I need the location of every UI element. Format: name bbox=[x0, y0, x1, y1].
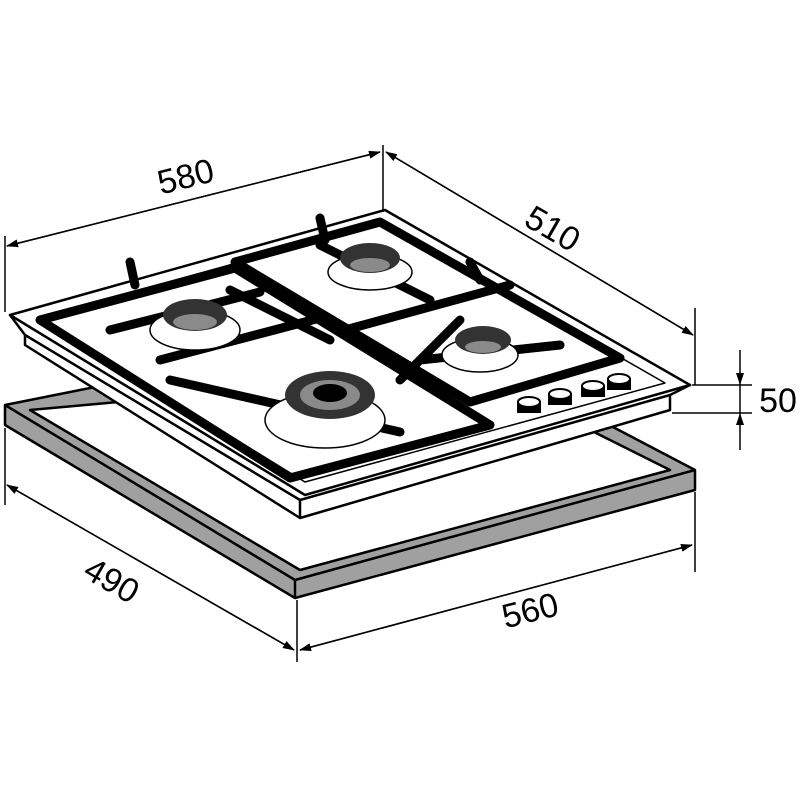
dim-cutout-width: 560 bbox=[498, 586, 562, 637]
dim-height: 50 bbox=[759, 382, 797, 420]
knob[interactable] bbox=[581, 380, 605, 397]
control-knobs bbox=[517, 373, 631, 413]
dim-depth-top: 510 bbox=[518, 198, 586, 259]
burner-front-right bbox=[441, 326, 519, 373]
burner-front-wok bbox=[264, 371, 386, 449]
burner-back-left bbox=[149, 299, 241, 351]
knob[interactable] bbox=[517, 396, 541, 413]
burner-back-right bbox=[327, 243, 413, 291]
knob[interactable] bbox=[607, 373, 631, 390]
dimension-lines bbox=[6, 150, 744, 652]
knob[interactable] bbox=[548, 388, 572, 405]
